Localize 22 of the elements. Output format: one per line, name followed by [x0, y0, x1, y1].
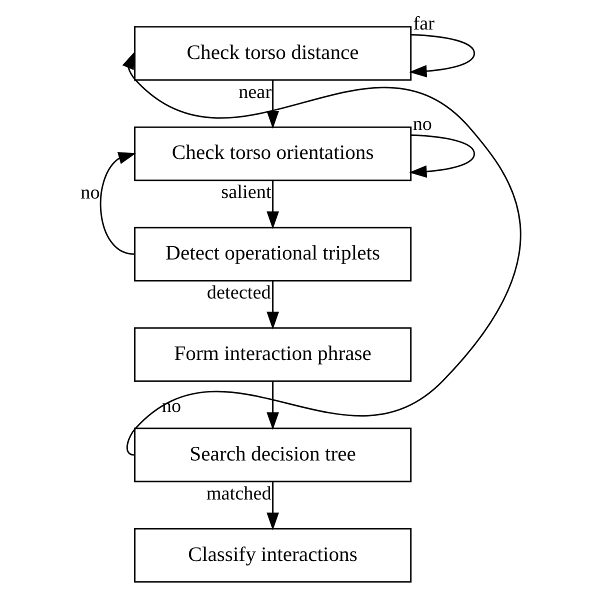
arrow	[266, 382, 279, 430]
node-box: Check torso distance	[134, 26, 412, 81]
edge-label: far	[412, 13, 434, 34]
edge-label: detected	[206, 282, 270, 304]
edge-label: salient	[220, 182, 271, 204]
edge-label: no	[412, 114, 432, 135]
node-box: Detect operational triplets	[134, 226, 412, 282]
node-box: Search decision tree	[134, 428, 412, 482]
edge-label: near	[238, 82, 272, 103]
arrow	[408, 34, 475, 78]
node-box: Check torso orientations	[134, 126, 412, 182]
arrow	[266, 180, 279, 230]
edge-label: matched	[206, 483, 271, 504]
arrow	[266, 281, 279, 330]
arrow	[266, 80, 279, 129]
arrow	[408, 134, 475, 178]
arrow	[99, 152, 136, 255]
edge-label: no	[80, 182, 100, 204]
arrow	[122, 51, 520, 456]
node-box: Classify interactions	[134, 528, 412, 583]
node-box: Form interaction phrase	[134, 327, 412, 382]
arrow	[266, 482, 279, 530]
